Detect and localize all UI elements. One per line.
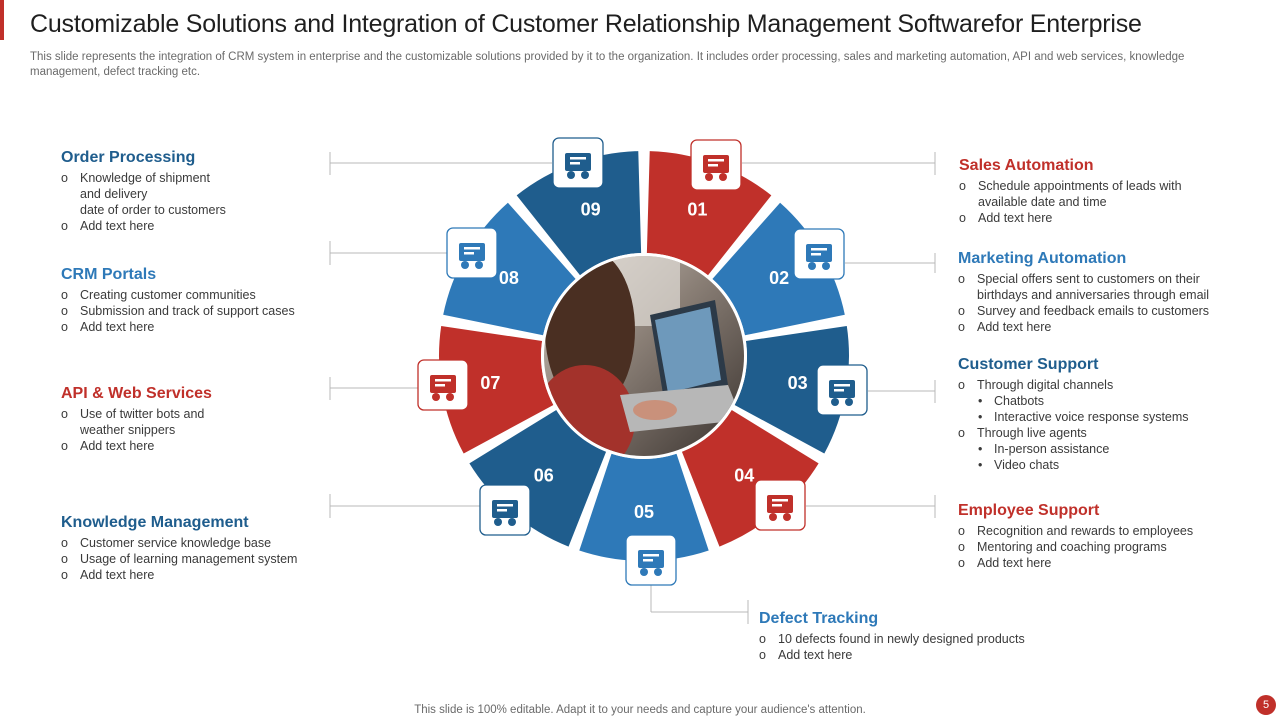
employee-support-title: Employee Support — [958, 502, 1100, 519]
list-item: •In-person assistance — [978, 442, 1110, 456]
list-item: weather snippers — [80, 423, 176, 437]
list-item: available date and time — [978, 195, 1107, 209]
list-item: birthdays and anniversaries through emai… — [977, 288, 1210, 302]
workflow-email-icon — [793, 228, 845, 280]
list-item: •Interactive voice response systems — [978, 410, 1189, 424]
segment-number-08: 08 — [499, 268, 519, 288]
list-item: •Video chats — [978, 458, 1060, 472]
wheel-segment-02 — [712, 202, 845, 336]
portal-screen-icon — [446, 227, 498, 279]
list-item: date of order to customers — [80, 203, 226, 217]
team-cycle-icon — [816, 364, 868, 416]
wheel-segment-03 — [734, 326, 850, 454]
wheel-segment-07 — [439, 326, 554, 454]
slide-subtitle: This slide represents the integration of… — [30, 51, 1185, 78]
marketing-automation-title: Marketing Automation — [958, 250, 1127, 267]
crm-portals-title: CRM Portals — [61, 266, 157, 283]
support-chat-icon — [754, 479, 806, 531]
title-accent-bar — [0, 0, 4, 40]
wheel-segment-08 — [443, 202, 576, 336]
wheel-segment-05 — [579, 453, 709, 562]
wheel-segments: 01 02 03 04 05 06 07 08 09 — [439, 151, 850, 562]
page-number-badge: 5 — [1256, 695, 1276, 715]
delivery-person-icon — [552, 137, 604, 189]
knowledge-management-title: Knowledge Management — [61, 514, 249, 531]
wheel-segment-06 — [469, 409, 607, 547]
web-settings-icon — [417, 359, 469, 411]
segment-icons — [417, 137, 868, 586]
list-item: •Chatbots — [978, 394, 1045, 408]
list-item: and delivery — [80, 187, 148, 201]
segment-number-02: 02 — [769, 268, 789, 288]
api-web-services-title: API & Web Services — [61, 385, 212, 402]
connector-lines — [329, 152, 936, 624]
book-idea-icon — [479, 484, 531, 536]
bug-warning-icon — [625, 534, 677, 586]
segment-number-03: 03 — [788, 373, 808, 393]
cloud-finance-icon — [690, 139, 742, 191]
center-photo — [541, 253, 747, 459]
segment-number-06: 06 — [534, 466, 554, 486]
segment-number-09: 09 — [581, 199, 601, 219]
customer-support-title: Customer Support — [958, 356, 1099, 373]
slide-footer: This slide is 100% editable. Adapt it to… — [414, 704, 866, 716]
segment-number-04: 04 — [734, 466, 754, 486]
slide-title: Customizable Solutions and Integration o… — [30, 10, 1142, 38]
wheel-segment-09 — [516, 151, 642, 276]
segment-number-07: 07 — [480, 373, 500, 393]
sales-automation-title: Sales Automation — [959, 157, 1094, 174]
order-processing-title: Order Processing — [61, 149, 196, 166]
defect-tracking-title: Defect Tracking — [759, 610, 879, 627]
segment-number-05: 05 — [634, 502, 654, 522]
wheel-segment-04 — [681, 409, 819, 547]
segment-number-01: 01 — [687, 199, 707, 219]
